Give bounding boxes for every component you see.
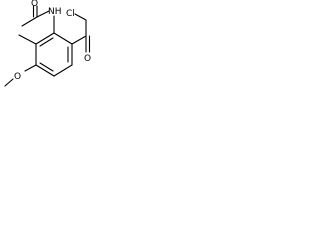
amide-o-label: O	[31, 0, 38, 9]
ring-bond-c1-c2	[53, 32, 73, 45]
bond-methoxy-methyl	[4, 78, 14, 87]
ring-bond-c6-c1	[35, 32, 55, 45]
bond-ring-to-methoxy-o	[24, 64, 37, 72]
ring-double-bond-c4-c5	[39, 62, 54, 72]
ring-bond-c4-c5	[35, 64, 55, 77]
ring-double-bond-c6-c1	[39, 37, 54, 47]
ring-bond-c3-c4	[53, 64, 73, 77]
methoxy-o-label: O	[14, 72, 21, 82]
chemical-structure-diagram: NH O Cl O O	[4, 0, 91, 87]
bond-ring-to-ketone-c	[71, 35, 87, 45]
chlorine-label: Cl	[66, 9, 75, 19]
atom-labels: NH O Cl O O	[14, 0, 91, 82]
bond-ch2-to-cl	[74, 13, 87, 21]
bond-ring-methyl	[18, 34, 37, 45]
ketone-o-label: O	[84, 54, 91, 64]
amide-nh-label: NH	[48, 7, 62, 17]
bonds	[4, 5, 91, 87]
bond-acetyl-methyl	[21, 16, 38, 27]
bond-n-to-carbonyl-c	[36, 10, 50, 18]
